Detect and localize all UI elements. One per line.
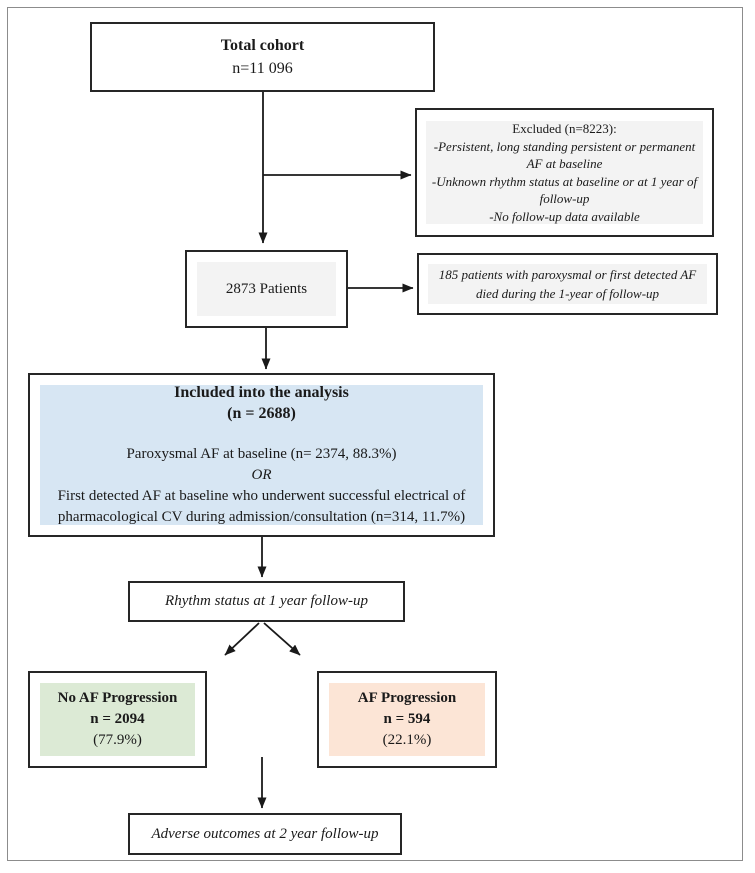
adverse-outcomes-label: Adverse outcomes at 2 year follow-up	[151, 825, 379, 842]
died-text: 185 patients with paroxysmal or first de…	[438, 267, 697, 301]
died-panel: 185 patients with paroxysmal or first de…	[428, 264, 707, 304]
box-no-af-progression: No AF Progression n = 2094 (77.9%)	[28, 671, 207, 768]
arrow-rhythm-to-progression	[263, 622, 301, 656]
no-af-progression-panel: No AF Progression n = 2094 (77.9%)	[40, 683, 195, 756]
arrow-rhythm-to-no-progression	[224, 622, 260, 656]
box-adverse-outcomes: Adverse outcomes at 2 year follow-up	[128, 813, 402, 855]
box-died-during-followup: 185 patients with paroxysmal or first de…	[417, 253, 718, 315]
patients-label: 2873 Patients	[225, 280, 308, 297]
no-af-progression-pct: (77.9%)	[93, 732, 142, 748]
included-or: OR	[251, 467, 272, 483]
af-progression-pct: (22.1%)	[382, 732, 432, 748]
box-excluded: Excluded (n=8223): -Persistent, long sta…	[415, 108, 714, 237]
figure-border	[7, 7, 743, 861]
no-af-progression-n: n = 2094	[90, 711, 145, 727]
box-included-analysis: Included into the analysis (n = 2688) Pa…	[28, 373, 495, 537]
excluded-item: -Unknown rhythm status at baseline or at…	[431, 173, 698, 207]
box-patients: 2873 Patients	[185, 250, 348, 328]
excluded-item: -Persistent, long standing persistent or…	[433, 138, 696, 172]
included-panel: Included into the analysis (n = 2688) Pa…	[40, 384, 483, 525]
af-progression-n: n = 594	[383, 711, 431, 727]
box-rhythm-status: Rhythm status at 1 year follow-up	[128, 581, 405, 622]
included-line2: First detected AF at baseline who underw…	[57, 488, 466, 525]
excluded-panel: Excluded (n=8223): -Persistent, long sta…	[426, 121, 703, 224]
excluded-item: -No follow-up data available	[489, 208, 640, 224]
included-line1: Paroxysmal AF at baseline (n= 2374, 88.3…	[126, 446, 397, 462]
rhythm-status-label: Rhythm status at 1 year follow-up	[165, 593, 368, 609]
no-af-progression-title: No AF Progression	[57, 690, 178, 706]
box-total-cohort: Total cohort n=11 096	[90, 22, 435, 92]
af-progression-title: AF Progression	[357, 690, 457, 706]
excluded-title: Excluded (n=8223):	[512, 121, 617, 136]
total-cohort-title: Total cohort	[220, 37, 305, 54]
patients-panel: 2873 Patients	[197, 262, 336, 316]
box-af-progression: AF Progression n = 594 (22.1%)	[317, 671, 497, 768]
included-n: (n = 2688)	[227, 405, 296, 422]
included-title: Included into the analysis	[174, 384, 349, 401]
total-cohort-n: n=11 096	[232, 60, 293, 77]
af-progression-panel: AF Progression n = 594 (22.1%)	[329, 683, 485, 756]
